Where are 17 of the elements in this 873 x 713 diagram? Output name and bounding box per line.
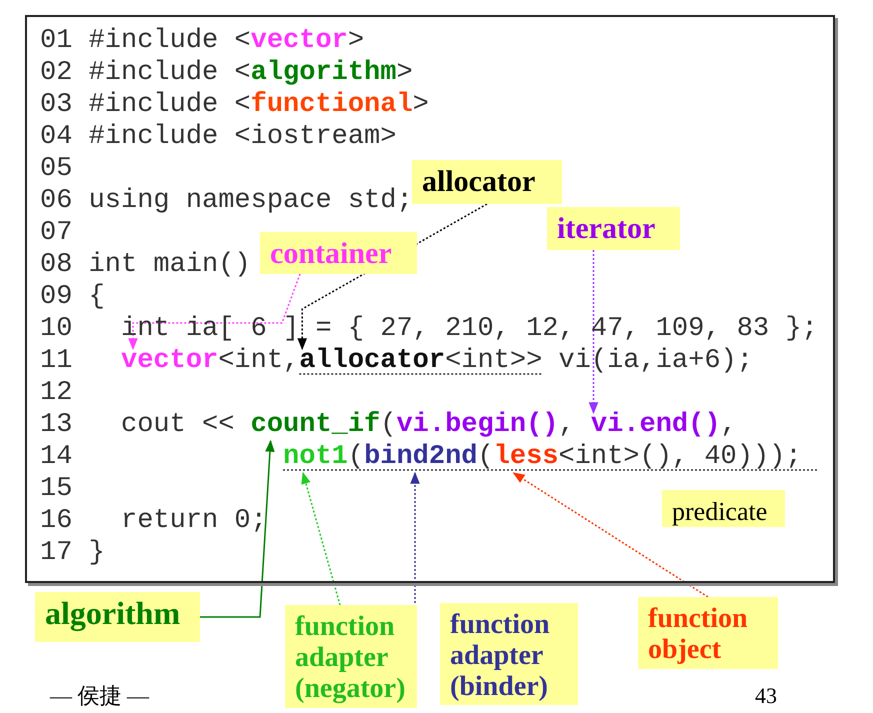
arrow [200, 440, 275, 618]
author-footer: — 侯捷 — [50, 681, 149, 711]
callout-label: function object [638, 597, 778, 669]
page-number: 43 [755, 683, 777, 709]
callout-label: predicate [662, 490, 785, 527]
dotted-arrow [588, 250, 598, 414]
dotted-arrow [512, 472, 708, 598]
callout-label: container [260, 232, 417, 274]
code-panel [25, 15, 835, 583]
dotted-arrow [301, 472, 341, 606]
callout-label: algorithm [35, 592, 200, 642]
callout-label: function adapter (binder) [440, 603, 578, 705]
callout-label: allocator [412, 160, 562, 204]
callout-label: function adapter (negator) [285, 605, 417, 708]
dotted-arrow [128, 274, 301, 350]
callout-label: iterator [547, 207, 680, 250]
dotted-arrow [410, 472, 420, 603]
